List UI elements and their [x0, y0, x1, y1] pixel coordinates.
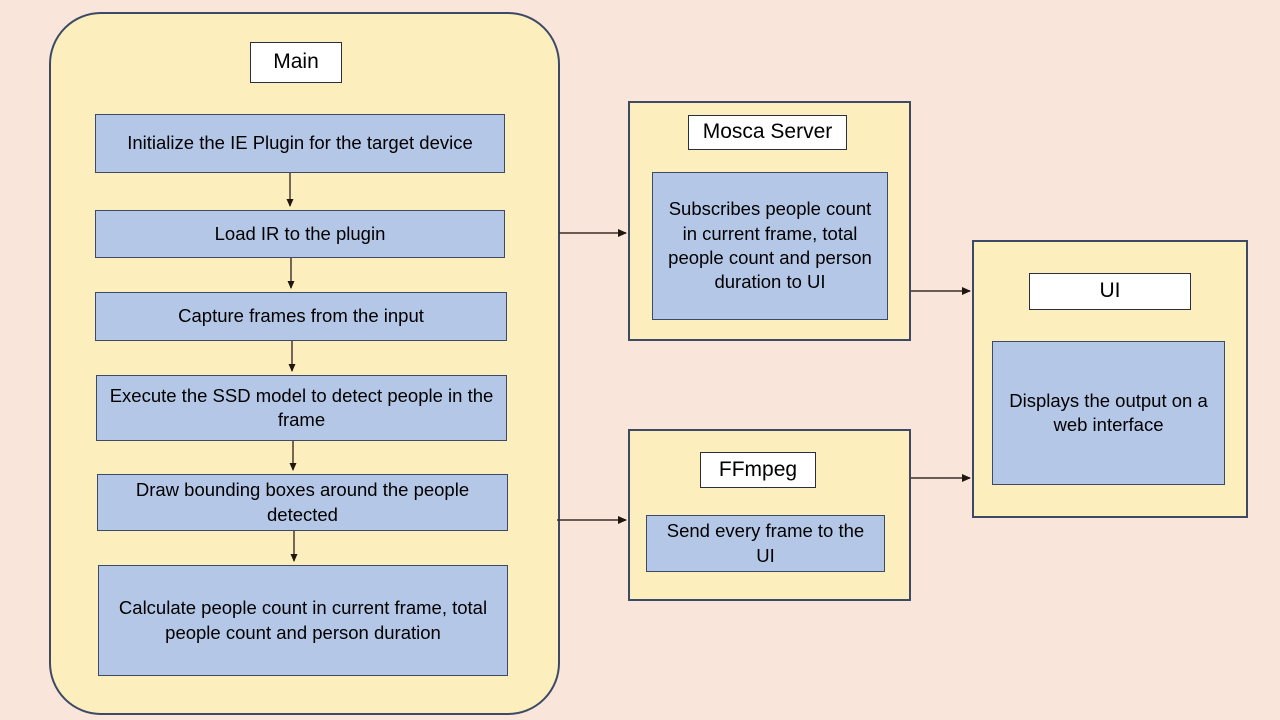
main-step-load-ir[interactable]: Load IR to the plugin — [95, 210, 505, 258]
main-step-draw-bounding-boxes[interactable]: Draw bounding boxes around the people de… — [97, 474, 508, 531]
mosca-step-subscribes-counts[interactable]: Subscribes people count in current frame… — [652, 172, 888, 320]
main-step-calculate-counts[interactable]: Calculate people count in current frame,… — [98, 565, 508, 676]
main-step-initialize-ie-plugin[interactable]: Initialize the IE Plugin for the target … — [95, 114, 505, 173]
ffmpeg-group-title: FFmpeg — [700, 452, 816, 488]
mosca-server-group-title: Mosca Server — [688, 115, 847, 150]
ui-step-displays-output[interactable]: Displays the output on a web interface — [992, 341, 1225, 485]
main-step-execute-ssd-model[interactable]: Execute the SSD model to detect people i… — [96, 375, 507, 441]
main-step-capture-frames[interactable]: Capture frames from the input — [95, 292, 507, 341]
ui-group-title: UI — [1029, 273, 1191, 310]
main-group-title: Main — [250, 42, 342, 83]
ffmpeg-step-send-frames[interactable]: Send every frame to the UI — [646, 515, 885, 572]
